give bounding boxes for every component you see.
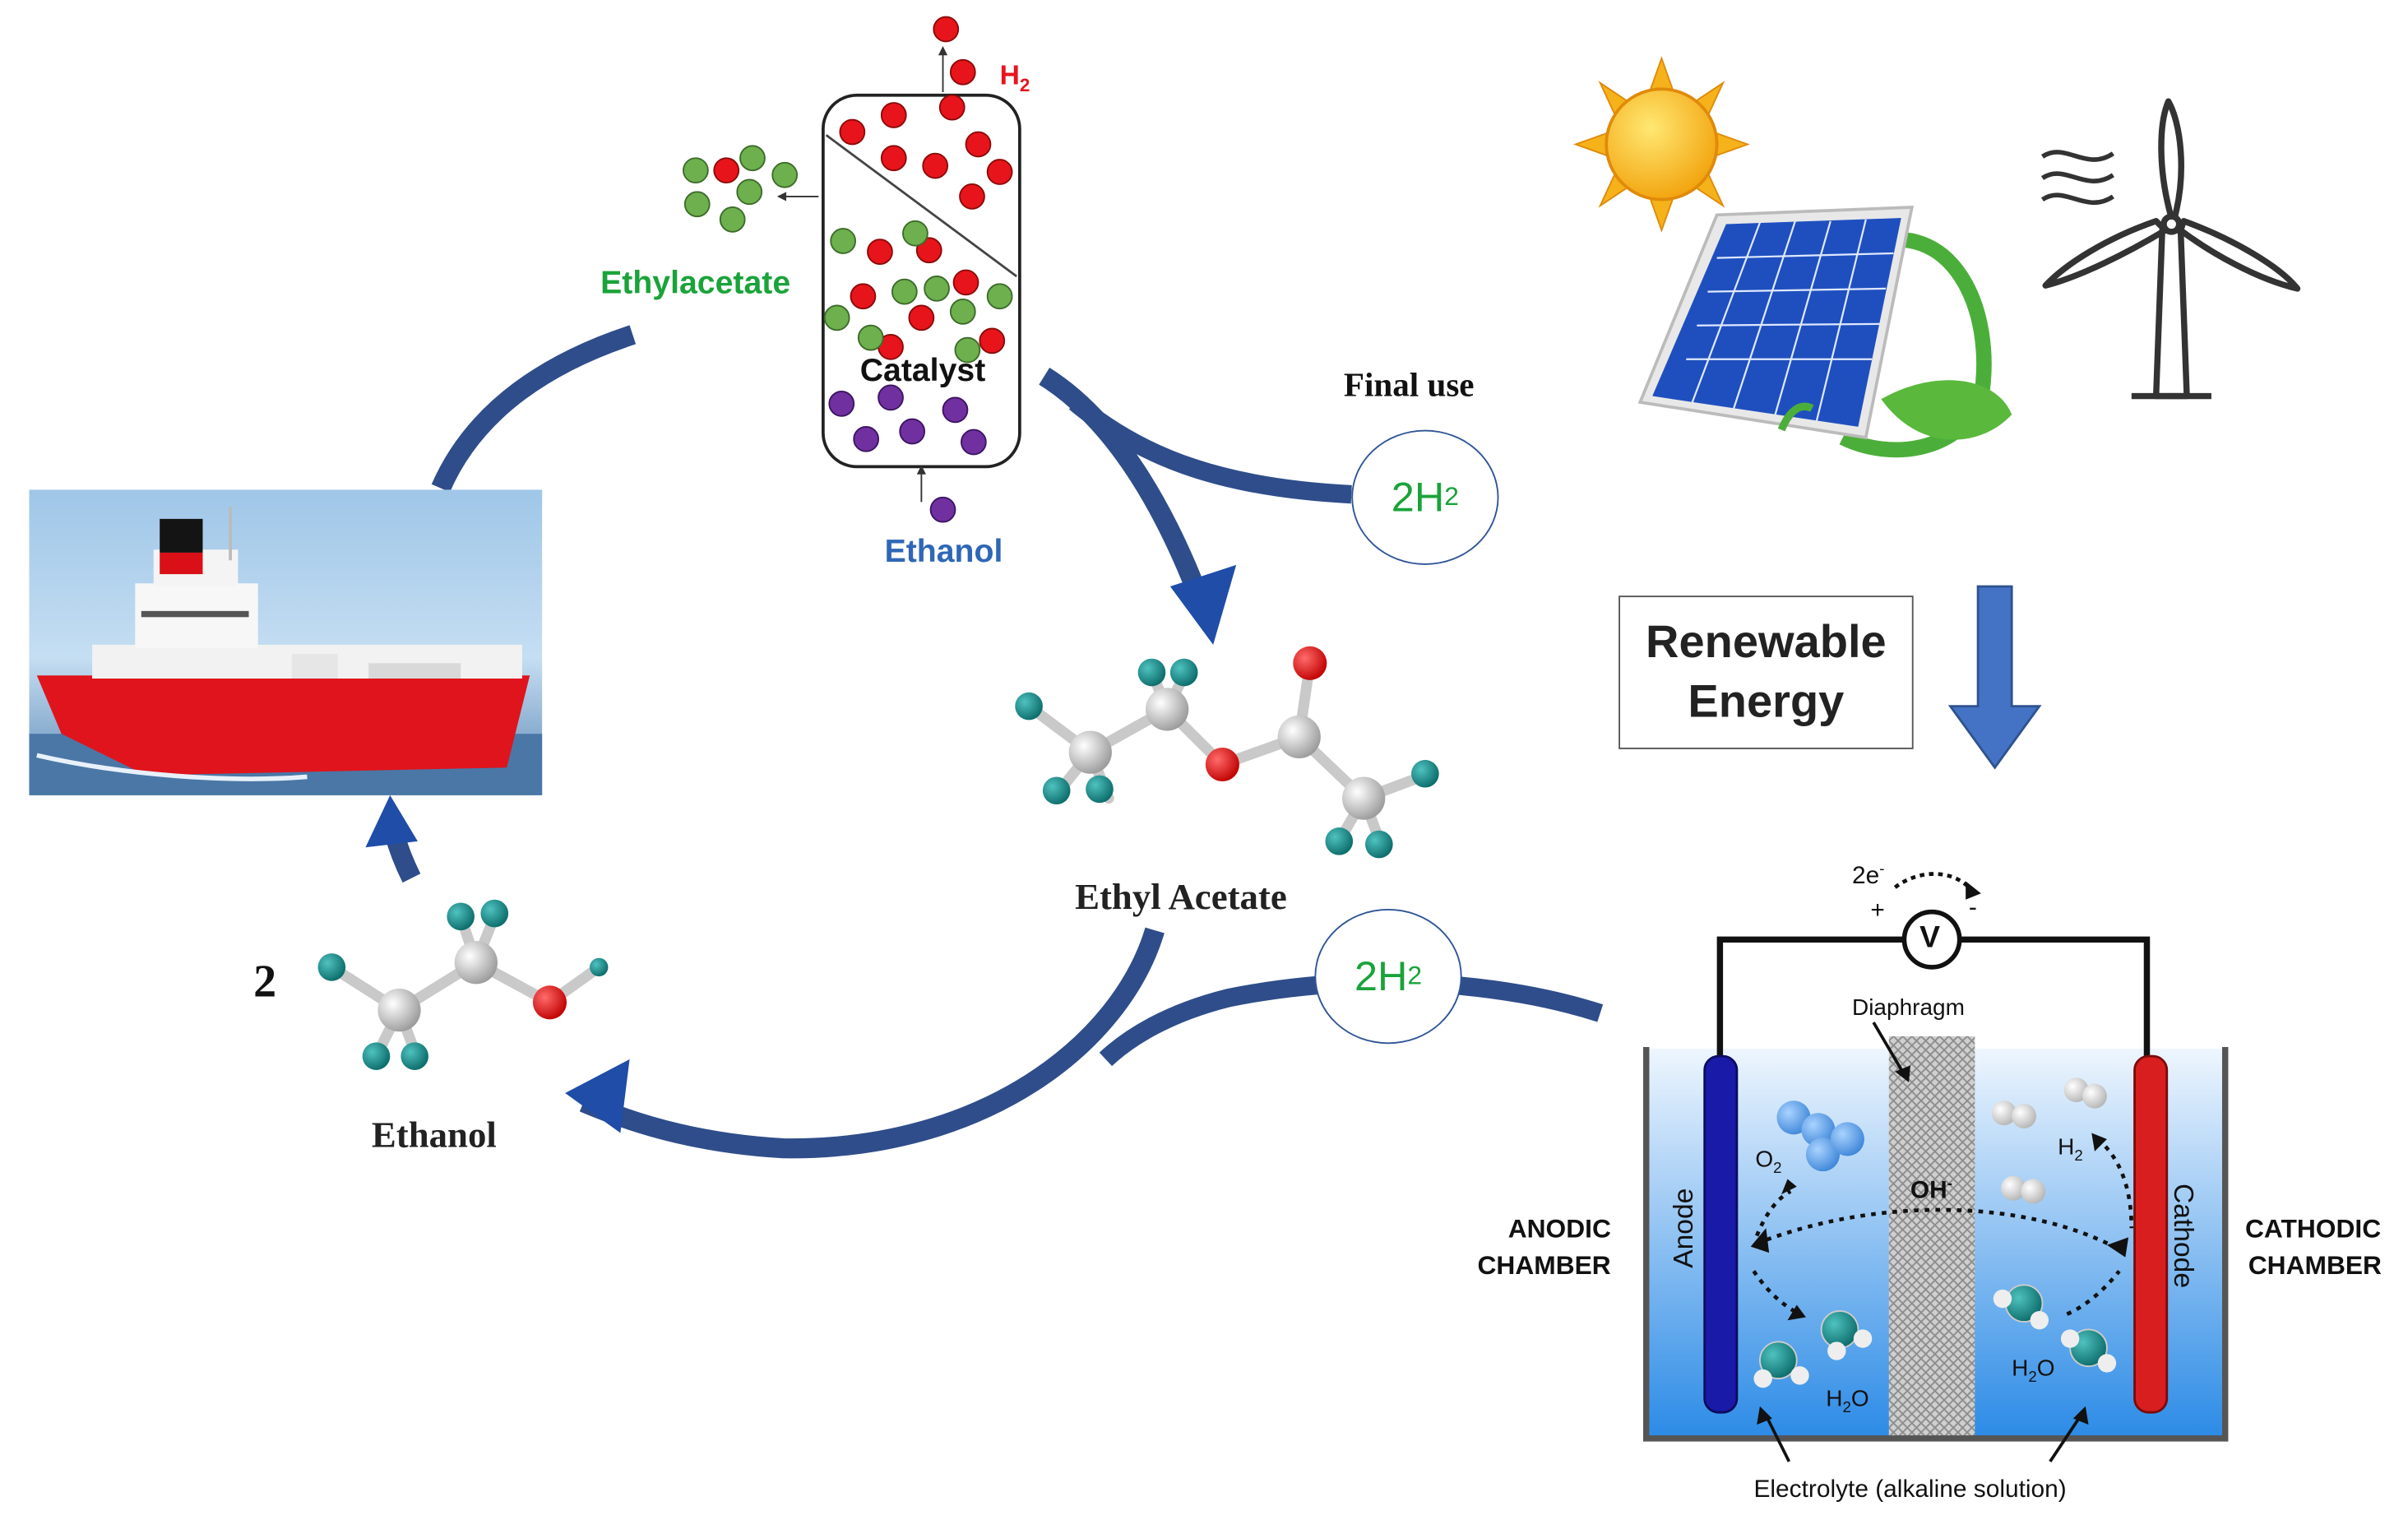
- arc-ethylacetate-to-ethanol: [579, 927, 1165, 1159]
- electrolyte-label: Electrolyte (alkaline solution): [1753, 1476, 2067, 1504]
- renewable-line-2: Energy: [1688, 677, 1845, 728]
- electrons-label: 2e-: [1851, 861, 1885, 890]
- water-right-label: H2O: [2012, 1355, 2055, 1387]
- cycle-arrows: [383, 325, 1604, 1159]
- ethyl-acetate-label: Ethyl Acetate: [1075, 878, 1287, 919]
- hydrogen-output-label: H2: [999, 59, 1030, 96]
- tanker-ship-image: [29, 489, 543, 795]
- water-molecules: [1753, 1284, 2117, 1388]
- sun-icon: [1573, 56, 1750, 233]
- final-use-label: Final use: [1343, 365, 1475, 404]
- renewable-energy-box: Renewable Energy: [1618, 595, 1914, 749]
- arc-reactor-to-ship: [431, 325, 637, 493]
- ethylacetate-label: Ethylacetate: [600, 265, 791, 301]
- arc-electrolyzer-h2: [1099, 973, 1604, 1067]
- arc-reactor-to-ethylacetate: [1039, 368, 1212, 610]
- hydrogen-molecules: [713, 16, 1013, 360]
- renewable-down-arrow: [1947, 585, 2042, 770]
- arc-final-use: [1068, 395, 1352, 504]
- minus-terminal: -: [1968, 895, 1977, 921]
- voltmeter-label: V: [1919, 920, 1941, 955]
- catalyst-label: Catalyst: [859, 353, 986, 389]
- anode-label: Anode: [1667, 1188, 1699, 1268]
- arrowhead-up: [365, 795, 418, 848]
- solar-panel-icon: [1637, 206, 2012, 458]
- ethanol-feed-label: Ethanol: [884, 534, 1003, 570]
- ethanol-feed-molecules: [828, 384, 987, 523]
- water-left-label: H2O: [1826, 1386, 1869, 1417]
- anodic-chamber-label: ANODIC CHAMBER: [1477, 1214, 1611, 1281]
- ethyl-acetate-molecule: [1015, 646, 1439, 859]
- renewable-line-1: Renewable: [1646, 617, 1887, 668]
- cathode-label: Cathode: [2168, 1184, 2199, 1289]
- cathodic-chamber-label: CATHODIC CHAMBER: [2244, 1214, 2382, 1281]
- oxygen-label: O2: [1755, 1147, 1782, 1178]
- hydroxide-label: OH-: [1910, 1175, 1952, 1204]
- ethylacetate-molecules: [683, 145, 1013, 364]
- electrolyzer-cell: [1643, 872, 2229, 1462]
- plus-terminal: +: [1870, 897, 1885, 924]
- arrowhead-down: [1169, 564, 1237, 645]
- wind-turbine-icon: [2040, 98, 2301, 400]
- arrowhead-left: [565, 1059, 630, 1133]
- diaphragm-label: Diaphragm: [1851, 994, 1965, 1022]
- ethanol-coefficient: 2: [253, 956, 277, 1008]
- ethanol-molecule: [317, 899, 609, 1070]
- ethanol-label: Ethanol: [371, 1115, 497, 1156]
- cell-hydrogen-label: H2: [2058, 1134, 2083, 1165]
